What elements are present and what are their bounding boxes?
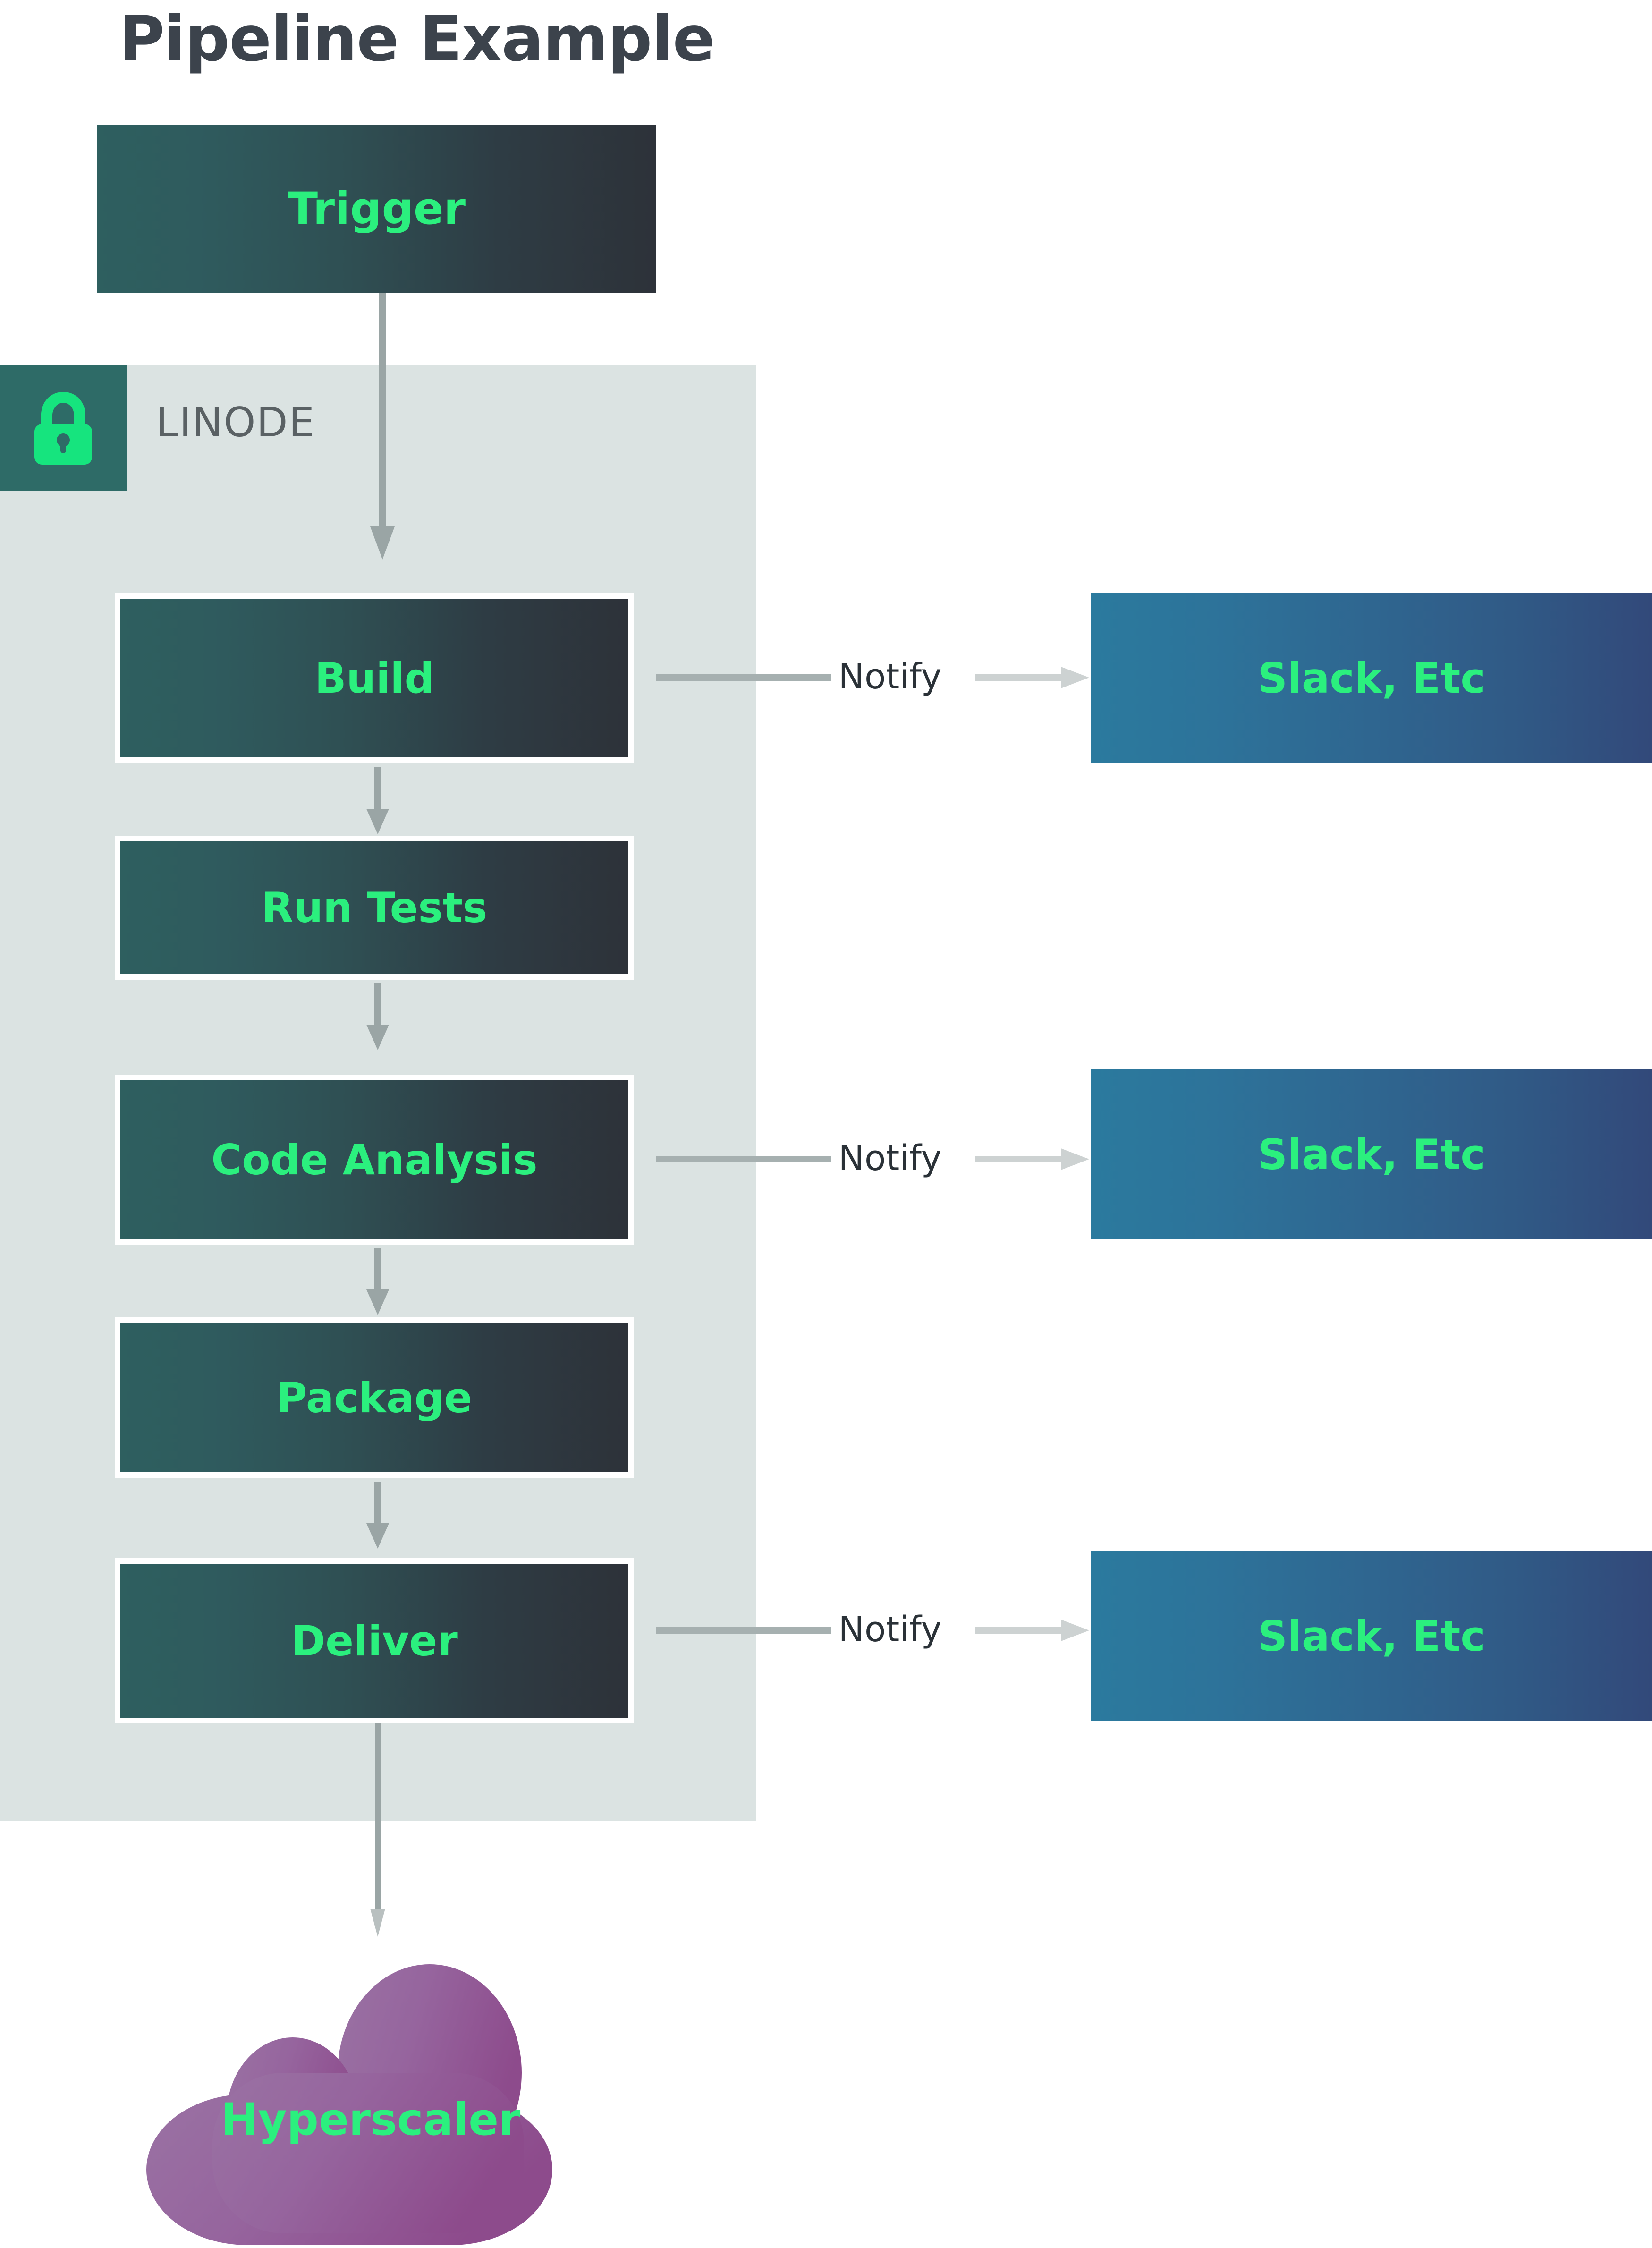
notify-arrow-deliver xyxy=(975,1620,1089,1641)
node-code-analysis[interactable]: Code Analysis xyxy=(115,1075,634,1245)
node-slack-1-label: Slack, Etc xyxy=(1257,653,1485,703)
arrow-build-to-run-tests xyxy=(366,767,389,834)
arrow-code-analysis-to-package xyxy=(366,1248,389,1315)
notify-line-code-analysis xyxy=(656,1156,831,1162)
node-trigger[interactable]: Trigger xyxy=(97,125,656,293)
lock-icon xyxy=(28,388,99,467)
arrow-trigger-to-build xyxy=(370,293,395,560)
node-slack-2-label: Slack, Etc xyxy=(1257,1130,1485,1179)
node-code-analysis-label: Code Analysis xyxy=(211,1135,538,1184)
node-build[interactable]: Build xyxy=(115,593,634,763)
arrow-deliver-to-hyperscaler xyxy=(370,1723,385,1937)
arrow-package-to-deliver xyxy=(366,1482,389,1549)
node-slack-3-label: Slack, Etc xyxy=(1257,1612,1485,1661)
notify-line-build xyxy=(656,674,831,681)
node-package-label: Package xyxy=(276,1373,473,1422)
node-deliver[interactable]: Deliver xyxy=(115,1558,634,1723)
notify-line-deliver xyxy=(656,1627,831,1634)
arrow-run-tests-to-code-analysis xyxy=(366,983,389,1050)
node-run-tests-label: Run Tests xyxy=(261,883,488,932)
node-hyperscaler[interactable] xyxy=(142,1931,600,2248)
notify-label-deliver: Notify xyxy=(838,1609,942,1650)
node-trigger-label: Trigger xyxy=(287,183,466,235)
notify-arrow-code-analysis xyxy=(975,1148,1089,1170)
node-package[interactable]: Package xyxy=(115,1317,634,1478)
node-slack-1[interactable]: Slack, Etc xyxy=(1091,593,1652,763)
notify-arrow-build xyxy=(975,667,1089,688)
node-slack-2[interactable]: Slack, Etc xyxy=(1091,1069,1652,1239)
node-build-label: Build xyxy=(314,653,434,703)
node-deliver-label: Deliver xyxy=(291,1616,458,1665)
linode-label: LINODE xyxy=(156,399,315,446)
page-title: Pipeline Example xyxy=(119,3,715,76)
node-hyperscaler-label: Hyperscaler xyxy=(220,2094,521,2146)
cloud-shape xyxy=(146,1964,552,2245)
node-run-tests[interactable]: Run Tests xyxy=(115,836,634,980)
notify-label-build: Notify xyxy=(838,656,942,697)
lock-badge xyxy=(0,365,127,491)
node-slack-3[interactable]: Slack, Etc xyxy=(1091,1551,1652,1721)
notify-label-code-analysis: Notify xyxy=(838,1138,942,1179)
